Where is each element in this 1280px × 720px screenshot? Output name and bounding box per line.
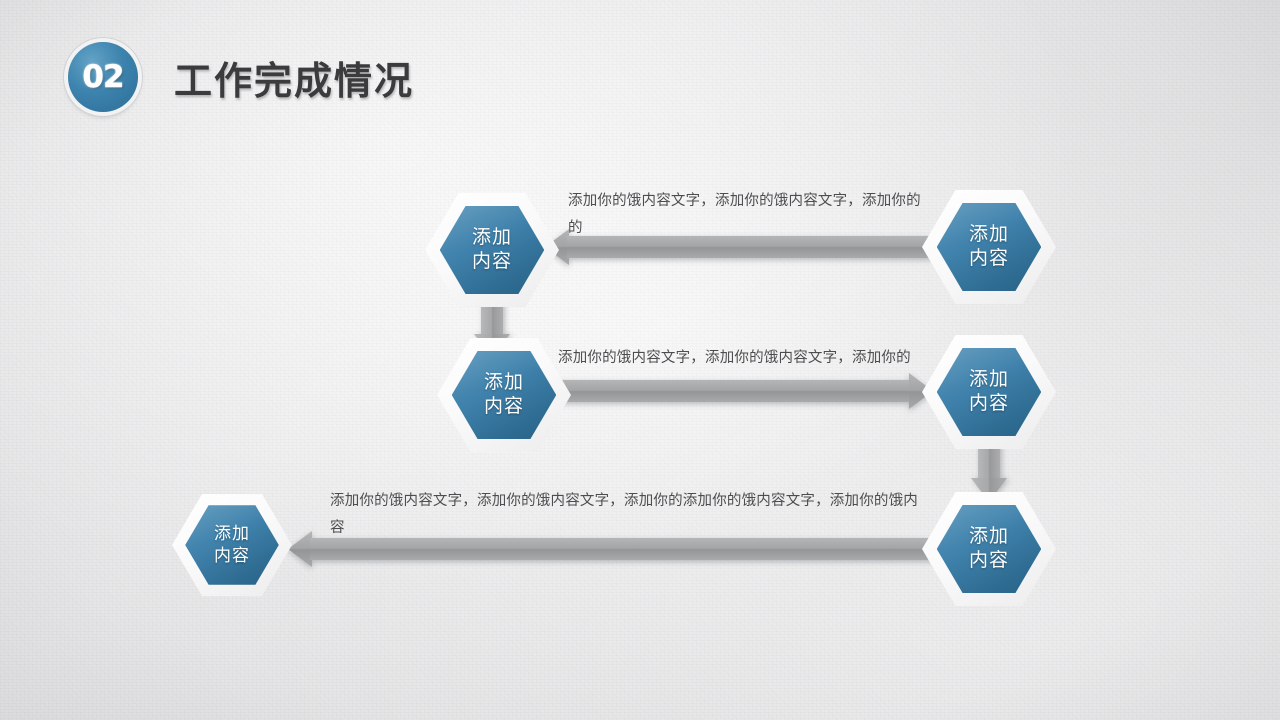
- hexagon-label-r1c2: 添加 内容: [968, 223, 1009, 269]
- arrow-shaft: [567, 236, 940, 258]
- row-2-arrow-right: [545, 373, 933, 409]
- arrow-shaft: [481, 300, 503, 334]
- row-3-text: 添加你的饿内容文字，添加你的饿内容文字，添加你的添加你的饿内容文字，添加你的饿内…: [330, 493, 918, 536]
- arrow-head-icon: [288, 531, 312, 567]
- hexagon-node-r3c1[interactable]: 添加 内容: [172, 494, 292, 596]
- hexagon-inner-r2c2: 添加 内容: [936, 347, 1042, 437]
- section-number-label: 02: [82, 59, 125, 95]
- slide-header: 02 工作完成情况: [68, 42, 414, 112]
- hexagon-node-r1c1[interactable]: 添加 内容: [425, 193, 559, 307]
- arrow-shaft: [310, 538, 940, 560]
- hexagon-node-r2c1[interactable]: 添加 内容: [437, 338, 571, 452]
- hexagon-inner-r3c2: 添加 内容: [936, 504, 1042, 594]
- hexagon-inner-r1c1: 添加 内容: [439, 205, 545, 295]
- hexagon-inner-r2c1: 添加 内容: [451, 350, 557, 440]
- row-2-text: 添加你的饿内容文字，添加你的饿内容文字，添加你的: [558, 350, 911, 366]
- section-number-badge: 02: [68, 42, 138, 112]
- page-title: 工作完成情况: [174, 60, 415, 103]
- hexagon-inner-r3c1: 添加 内容: [185, 505, 279, 585]
- arrow-shaft: [545, 380, 911, 402]
- row-1-text: 添加你的饿内容文字，添加你的饿内容文字，添加你的的: [568, 193, 921, 236]
- hexagon-label-r3c2: 添加 内容: [968, 525, 1009, 571]
- hexagon-node-r3c2[interactable]: 添加 内容: [922, 492, 1056, 606]
- hexagon-node-r1c2[interactable]: 添加 内容: [922, 190, 1056, 304]
- hexagon-label-r2c2: 添加 内容: [968, 368, 1009, 414]
- hexagon-label-r1c1: 添加 内容: [471, 226, 512, 272]
- hexagon-inner-r1c2: 添加 内容: [936, 202, 1042, 292]
- hexagon-label-r3c1: 添加 内容: [214, 524, 250, 565]
- arrow-shaft: [978, 444, 1000, 478]
- hexagon-label-r2c1: 添加 内容: [483, 371, 524, 417]
